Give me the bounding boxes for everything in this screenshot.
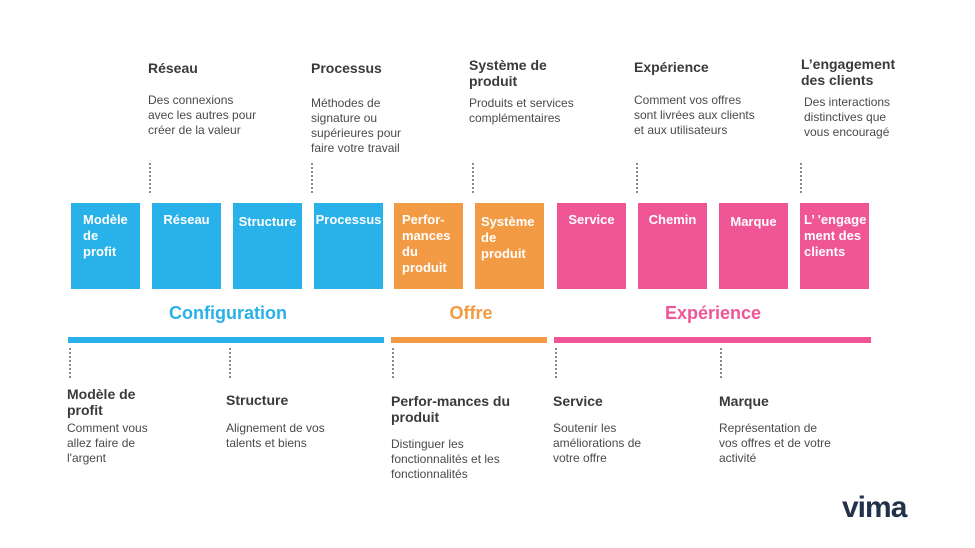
box-label-performances-du-produit: Perfor-mances du produit [402, 212, 451, 275]
category-bar-offre [391, 337, 547, 343]
box-systeme-de-produit: Système de produit [472, 200, 547, 292]
bottom-label-title-service: Service [553, 393, 603, 409]
bottom-label-desc-performances: Distinguer les fonctionnalités et les fo… [391, 437, 500, 481]
bottom-connector-marque [720, 348, 722, 378]
top-label-desc-experience: Comment vos offres sont livrées aux clie… [634, 93, 755, 137]
bottom-label-desc-service: Soutenir les améliorations de votre offr… [553, 421, 642, 465]
bottom-label-desc-modele: Comment vous allez faire de l'argent [67, 421, 148, 465]
top-label-desc-systeme: Produits et services complémentaires [469, 96, 574, 125]
top-connector-processus [311, 163, 313, 193]
vima-logo: vima [842, 491, 907, 524]
top-label-title-experience: Expérience [634, 59, 709, 75]
box-label-reseau: Réseau [163, 212, 210, 227]
category-bar-configuration [68, 337, 384, 343]
top-label-title-reseau: Réseau [148, 60, 198, 76]
category-bar-experience [554, 337, 871, 343]
top-label-desc-reseau: Des connexions avec les autres pour crée… [148, 93, 257, 137]
box-performances-du-produit: Perfor-mances du produit [391, 200, 466, 292]
bottom-label-desc-marque: Représentation de vos offres et de votre… [719, 421, 831, 465]
category-label-experience: Expérience [664, 303, 762, 323]
top-connector-experience [636, 163, 638, 193]
box-label-service: Service [568, 212, 615, 227]
box-label-chemin: Chemin [648, 212, 697, 227]
box-structure: Structure [230, 200, 305, 292]
top-label-title-processus: Processus [311, 60, 382, 76]
bottom-connector-structure [229, 348, 231, 378]
bottom-connector-service [555, 348, 557, 378]
bottom-connector-modele [69, 348, 71, 378]
box-label-marque: Marque [730, 214, 777, 229]
box-label-engagement-des-clients: L’ 'engagement des clients [804, 212, 867, 259]
bottom-label-title-structure: Structure [226, 392, 289, 408]
box-marque: Marque [716, 200, 791, 292]
top-connector-systeme [472, 163, 474, 193]
top-label-title-systeme: Système de produit [469, 57, 547, 89]
bottom-label-desc-structure: Alignement de vos talents et biens [226, 421, 325, 450]
box-engagement-des-clients: L’ 'engagement des clients [797, 200, 872, 292]
box-service: Service [554, 200, 629, 292]
box-label-modele-de-profit: Modèle de profit [83, 212, 128, 259]
box-reseau: Réseau [149, 200, 224, 292]
box-label-structure: Structure [238, 214, 297, 229]
top-label-title-engagement: L’engagement des clients [801, 56, 896, 88]
box-label-processus: Processus [315, 212, 382, 227]
top-connector-reseau [149, 163, 151, 193]
box-processus: Processus [311, 200, 386, 292]
category-label-offre: Offre [449, 303, 493, 323]
top-label-desc-processus: Méthodes de signature ou supérieures pou… [311, 96, 402, 155]
category-label-configuration: Configuration [169, 303, 287, 323]
top-connector-engagement [800, 163, 802, 193]
box-chemin: Chemin [635, 200, 710, 292]
bottom-label-title-modele: Modèle de profit [67, 386, 136, 418]
bottom-connector-performances [392, 348, 394, 378]
bottom-label-title-performances: Perfor-mances du produit [391, 393, 511, 425]
box-modele-de-profit: Modèle de profit [68, 200, 143, 292]
box-label-systeme-de-produit: Système de produit [481, 214, 535, 261]
top-label-desc-engagement: Des interactions distinctives que vous e… [804, 95, 891, 139]
bottom-label-title-marque: Marque [719, 393, 769, 409]
